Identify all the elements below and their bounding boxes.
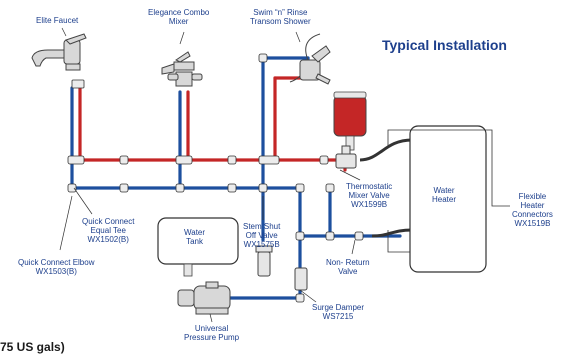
pump-line-1: Universal xyxy=(194,324,229,333)
elegance-line-2: Mixer xyxy=(168,17,189,26)
pump-line-2: Pressure Pump xyxy=(184,333,240,342)
elegance-mixer-icon xyxy=(161,51,203,87)
swim-line-1: Swim “n” Rinse xyxy=(253,8,308,17)
non-return-valve-label: Non- Return Valve xyxy=(326,258,370,276)
water-heater-label: Water Heater xyxy=(432,186,456,204)
water-tank xyxy=(157,217,239,277)
water-tank-line-1: Water xyxy=(184,228,206,237)
flexible-connectors-label: Flexible Heater Connectors WX1519B xyxy=(512,192,553,228)
cut-off-capacity-text: 75 US gals) xyxy=(0,340,65,354)
flexible-heater-connectors xyxy=(359,138,413,238)
diagram-title: Typical Installation xyxy=(382,37,507,53)
connector-bracket xyxy=(387,129,510,253)
stem-valve-label: Stem Shut Off Valve WX1575B xyxy=(243,222,280,249)
elite-faucet-icon xyxy=(31,33,87,71)
qc-tee-line-2: Equal Tee xyxy=(90,226,126,235)
surge-damper-icon xyxy=(294,267,308,291)
stem-line-2: Off Valve xyxy=(245,231,278,240)
nonreturn-line-2: Valve xyxy=(338,267,358,276)
stem-shut-off-valve-icon xyxy=(255,245,273,277)
quick-connect-elbow-label: Quick Connect Elbow WX1503(B) xyxy=(18,258,94,276)
heater-line-1: Water xyxy=(433,186,455,195)
water-tank-label: Water Tank xyxy=(184,228,205,246)
leader-lines xyxy=(59,27,361,323)
heater-line-2: Heater xyxy=(432,195,457,204)
pressure-pump-icon xyxy=(177,281,231,315)
pressure-pump-label: Universal Pressure Pump xyxy=(184,324,239,342)
qc-elbow-line-2: WX1503(B) xyxy=(35,267,77,276)
nonreturn-line-1: Non- Return xyxy=(326,258,370,267)
accumulator-tank-icon xyxy=(333,91,367,151)
swim-line-2: Transom Shower xyxy=(250,17,311,26)
quick-connect-tee-label: Quick Connect Equal Tee WX1502(B) xyxy=(82,217,134,244)
elite-faucet-text: Elite Faucet xyxy=(36,16,79,25)
surge-damper-label: Surge Damper WS7215 xyxy=(312,303,364,321)
pipe-fittings xyxy=(67,53,364,303)
qc-elbow-line-1: Quick Connect Elbow xyxy=(18,258,95,267)
elite-faucet-label: Elite Faucet xyxy=(36,16,78,25)
qc-tee-line-3: WX1502(B) xyxy=(87,235,129,244)
surge-line-1: Surge Damper xyxy=(312,303,365,312)
thermostatic-valve-icon xyxy=(335,145,357,169)
hot-water-pipes xyxy=(78,76,347,172)
thermo-line-3: WX1599B xyxy=(351,200,388,209)
surge-line-2: WS7215 xyxy=(322,312,354,321)
thermostatic-valve-label: Thermostatic Mixer Valve WX1599B xyxy=(346,182,392,209)
qc-tee-line-1: Quick Connect xyxy=(82,217,135,226)
transom-shower-icon xyxy=(289,33,331,85)
thermo-line-2: Mixer Valve xyxy=(348,191,390,200)
flex-line-1: Flexible xyxy=(518,192,547,201)
elegance-mixer-label: Elegance Combo Mixer xyxy=(148,8,209,26)
stem-line-1: Stem Shut xyxy=(243,222,281,231)
water-tank-line-2: Tank xyxy=(186,237,203,246)
elegance-line-1: Elegance Combo xyxy=(148,8,210,17)
swim-rinse-label: Swim “n” Rinse Transom Shower xyxy=(250,8,311,26)
stem-line-3: WX1575B xyxy=(243,240,280,249)
flex-line-4: WX1519B xyxy=(514,219,551,228)
flex-line-3: Connectors xyxy=(512,210,553,219)
water-heater xyxy=(409,125,487,273)
thermo-line-1: Thermostatic xyxy=(346,182,393,191)
flex-line-2: Heater xyxy=(520,201,545,210)
